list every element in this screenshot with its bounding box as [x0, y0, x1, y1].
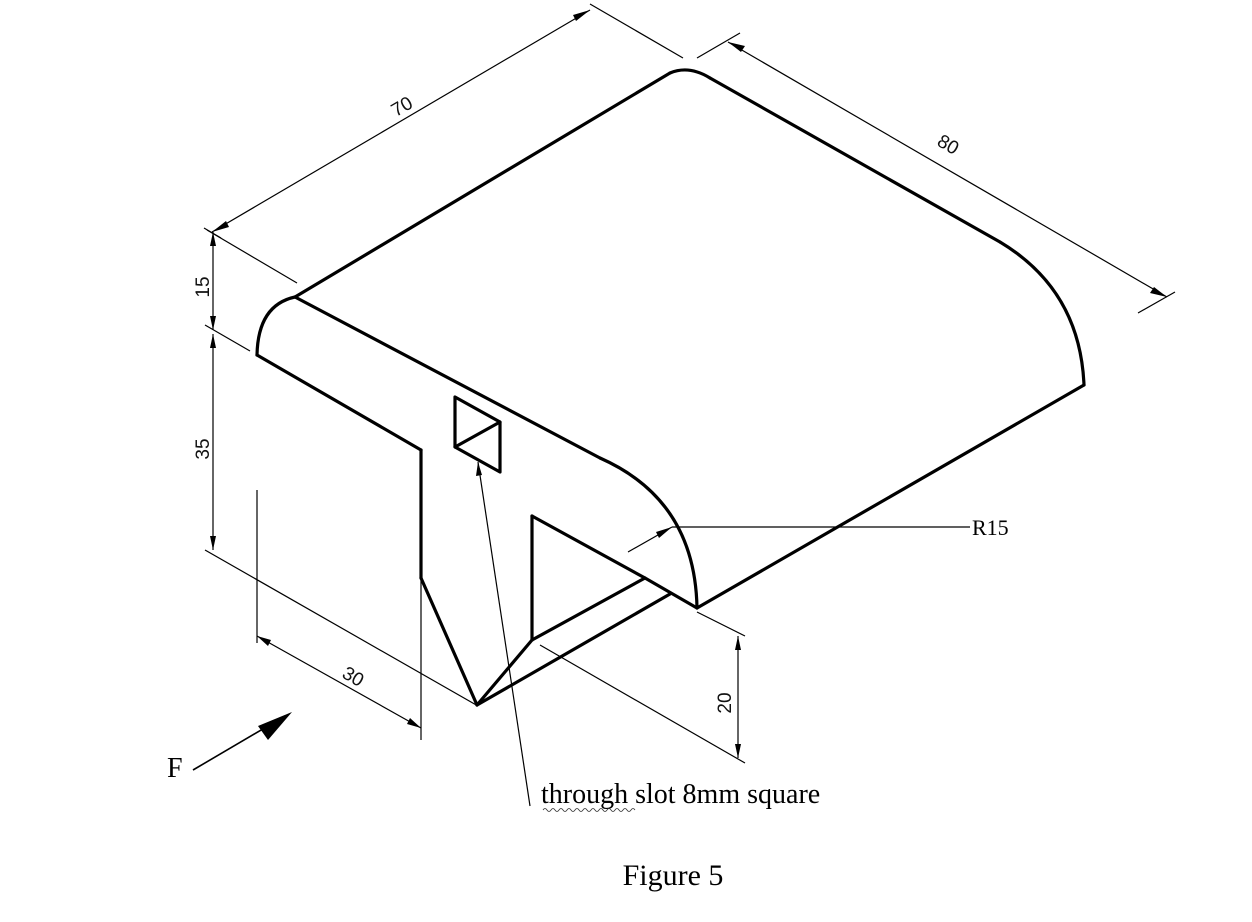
bottom-right-edge	[695, 383, 1086, 610]
dim-15: 15	[193, 276, 214, 297]
view-label-f: F	[167, 753, 183, 784]
dim-30: 30	[338, 663, 367, 692]
dimension-lines	[203, 3, 1176, 764]
dim-35: 35	[193, 438, 214, 459]
slot-diagonal	[453, 420, 502, 449]
right-rounded-end	[998, 240, 1086, 387]
slot-note: through slot 8mm square	[541, 779, 820, 810]
spellcheck-underline	[542, 808, 636, 812]
left-underside-edge	[255, 353, 423, 452]
dim-80: 80	[933, 131, 962, 160]
web-inner-top	[530, 514, 647, 580]
top-back-corner	[668, 68, 712, 80]
web-bevel-left	[419, 576, 479, 707]
slot-outline	[453, 395, 502, 474]
figure-caption: Figure 5	[623, 859, 724, 892]
web-bottom-far-edge	[475, 592, 672, 707]
web-bevel-right	[475, 638, 534, 707]
web-inner-bottom	[530, 576, 647, 642]
radius-label: R15	[972, 515, 1009, 540]
front-top-edge	[293, 295, 602, 460]
object-outline	[255, 68, 1086, 707]
dim-20: 20	[715, 692, 736, 713]
left-rounded-end	[255, 295, 297, 357]
through-slot	[453, 395, 502, 474]
top-back-edge	[293, 71, 672, 299]
dim-70: 70	[388, 93, 417, 122]
view-direction-arrow	[192, 712, 292, 771]
front-rounded-end	[598, 456, 699, 610]
slot-leader	[476, 461, 531, 807]
top-right-edge	[708, 76, 1002, 244]
